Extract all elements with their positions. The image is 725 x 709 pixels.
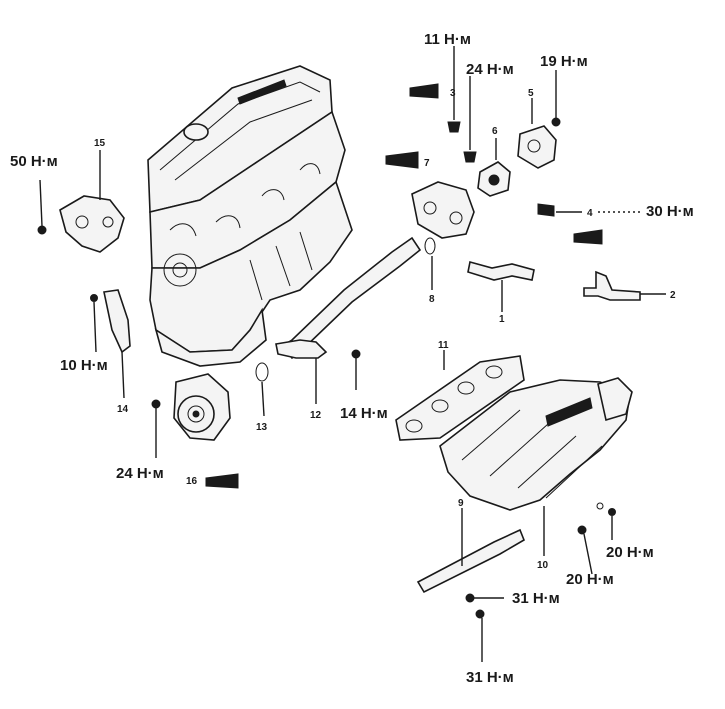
bolt-24nm-pump	[151, 399, 161, 458]
arrow-marker-4	[573, 229, 603, 245]
torque-label-31nm-a: 31 Н·м	[512, 590, 560, 607]
bolt-19nm	[551, 70, 561, 127]
bolt-14nm	[351, 349, 361, 390]
part-number-1: 1	[499, 314, 505, 325]
manifold-stay	[416, 508, 525, 594]
part-number-14: 14	[117, 404, 129, 415]
part-number-16: 16	[186, 476, 198, 487]
torque-label-50nm: 50 Н·м	[10, 153, 58, 170]
torque-label-31nm-b: 31 Н·м	[466, 669, 514, 686]
part-number-12: 12	[310, 410, 322, 421]
part-number-7: 7	[424, 158, 430, 169]
part-number-11: 11	[438, 340, 449, 351]
part-number-6: 6	[492, 126, 498, 137]
torque-label-20nm-b: 20 Н·м	[566, 571, 614, 588]
torque-label-30nm: 30 Н·м	[646, 203, 694, 220]
bolt-20nm-b	[577, 525, 593, 575]
thermostat-housing	[411, 181, 475, 239]
part-number-3: 3	[450, 88, 456, 99]
temp-sensor	[537, 203, 640, 217]
torque-label-20nm-a: 20 Н·м	[606, 544, 654, 561]
bolt-20nm-a	[608, 508, 616, 540]
bolt-10nm	[90, 294, 98, 353]
part-number-10: 10	[537, 560, 549, 571]
hose-fitting	[583, 270, 666, 301]
part-number-4: 4	[587, 208, 593, 219]
intake-manifold	[439, 377, 633, 556]
bolt-11nm	[447, 46, 461, 133]
o-ring-8	[424, 237, 436, 255]
washer	[596, 502, 604, 510]
coolant-pipe	[275, 236, 422, 360]
arrow-marker-7	[385, 151, 419, 169]
arrow-marker-3	[409, 83, 439, 99]
torque-label-11nm: 11 Н·м	[424, 31, 471, 48]
engine-block	[147, 65, 353, 367]
thermostat	[477, 138, 511, 197]
torque-label-19nm: 19 Н·м	[540, 53, 588, 70]
bolt-31nm-a	[465, 593, 504, 603]
torque-label-10nm: 10 Н·м	[60, 357, 108, 374]
water-pump-gasket	[103, 289, 131, 399]
engine-mount-bracket	[59, 150, 125, 253]
o-ring	[255, 362, 269, 382]
water-pump	[173, 373, 231, 441]
torque-label-24nm-top: 24 Н·м	[466, 61, 514, 78]
part-number-15: 15	[94, 138, 106, 149]
arrow-marker-16	[205, 473, 239, 489]
torque-label-24nm-pump: 24 Н·м	[116, 465, 164, 482]
bolt-31nm-b	[475, 609, 485, 662]
part-number-5: 5	[528, 88, 534, 99]
part-number-13: 13	[256, 422, 268, 433]
intake-gasket	[395, 350, 525, 441]
part-number-8: 8	[429, 294, 435, 305]
part-number-9: 9	[458, 498, 464, 509]
bolt-24nm-top	[463, 76, 477, 163]
water-outlet	[517, 98, 557, 169]
bypass-hose	[467, 261, 535, 312]
torque-label-14nm: 14 Н·м	[340, 405, 388, 422]
part-number-2: 2	[670, 290, 676, 301]
bolt-50nm	[37, 179, 47, 235]
